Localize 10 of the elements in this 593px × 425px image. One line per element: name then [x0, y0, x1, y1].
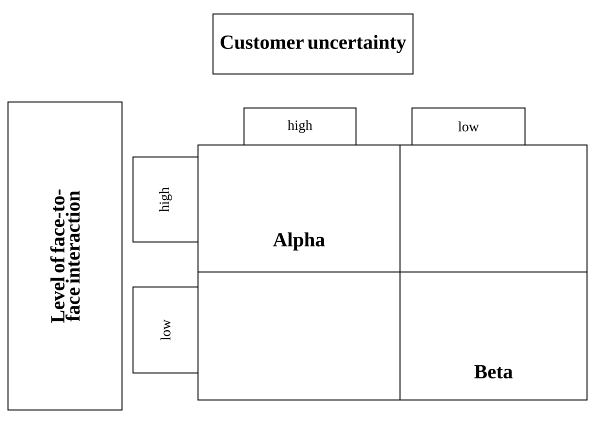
matrix-cell [400, 144, 588, 272]
level-box: high [132, 156, 198, 242]
matrix-cell: Beta [400, 272, 588, 400]
level-box: low [412, 108, 526, 146]
axis-label-box: Level of face-to-face interaction [8, 102, 122, 410]
title-box: Customer uncertainty [212, 14, 414, 74]
level-box: high [244, 108, 356, 146]
matrix-cell [198, 272, 400, 400]
level-box: low [132, 286, 198, 374]
matrix-cell: Alpha [198, 144, 400, 272]
